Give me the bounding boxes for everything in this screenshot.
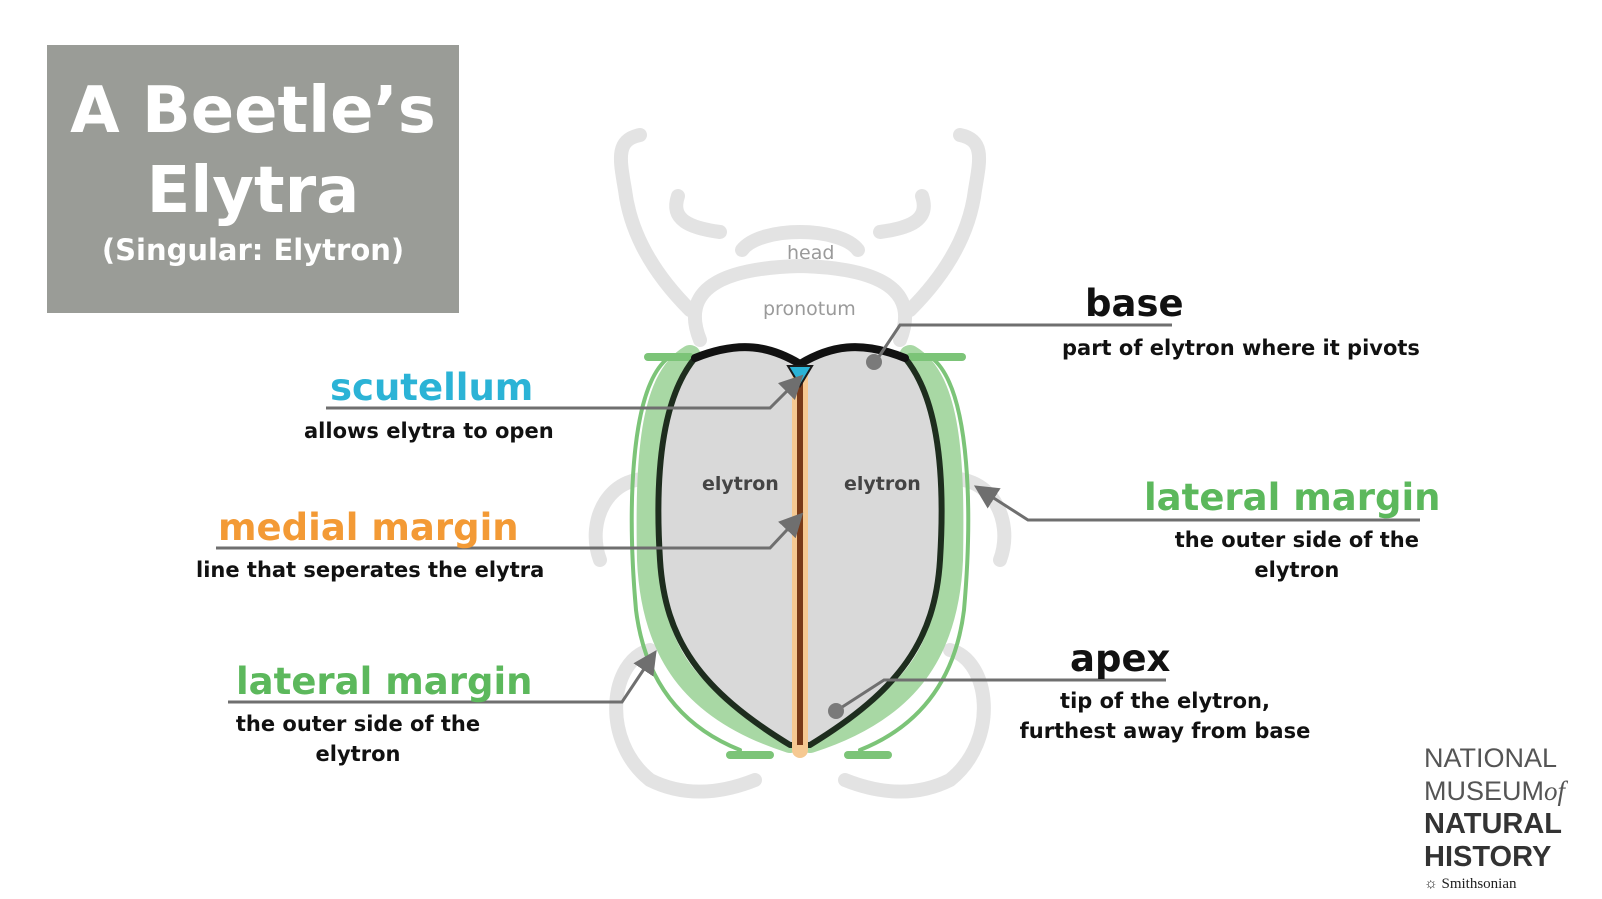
beetle-silhouette: [588, 128, 1012, 799]
base-leader: [872, 323, 1172, 365]
logo-line5: ☼ Smithsonian: [1424, 874, 1565, 894]
head-label: head: [787, 242, 835, 264]
logo-line4: HISTORY: [1424, 841, 1552, 873]
lateral-right-leader: [973, 485, 1420, 522]
lateral-margin-right-desc: the outer side of the elytron: [1175, 525, 1419, 585]
pronotum-label: pronotum: [763, 298, 856, 320]
scutellum-leader: [326, 374, 804, 410]
lateral-left-leader: [228, 650, 657, 704]
title-line1: A Beetle’s: [70, 74, 436, 148]
base-term: base: [1085, 282, 1184, 325]
pronotum-outline: [688, 259, 912, 347]
scutellum-term: scutellum: [330, 366, 534, 409]
antenna-left: [669, 189, 727, 239]
museum-logo: NATIONAL MUSEUMof NATURAL HISTORY ☼ Smit…: [1424, 742, 1565, 894]
apex-leader: [835, 678, 1166, 713]
elytron-right-label: elytron: [844, 473, 921, 495]
leg-left-hind: [609, 643, 762, 799]
base-edge: [691, 343, 909, 369]
logo-line2-b: of: [1544, 776, 1566, 806]
title-line2: Elytra: [146, 154, 360, 228]
lateral-margin-left-desc: the outer side of the elytron: [228, 709, 488, 769]
logo-smithsonian: Smithsonian: [1441, 876, 1517, 892]
logo-line1: NATIONAL: [1424, 743, 1558, 773]
medial-margin-leader: [216, 512, 804, 550]
apex-dot: [828, 703, 844, 719]
medial-margin-desc: line that seperates the elytra: [196, 558, 545, 582]
leg-left-front: [613, 128, 697, 317]
elytron-left-label: elytron: [702, 473, 779, 495]
title: A Beetle’s Elytra: [47, 71, 459, 231]
scutellum-desc: allows elytra to open: [304, 419, 554, 443]
base-desc: part of elytron where it pivots: [1062, 336, 1420, 360]
base-dot: [866, 354, 882, 370]
head-outline: [735, 225, 865, 257]
apex-desc-line2: furthest away from base: [1019, 719, 1311, 743]
leader-lines: [216, 323, 1420, 719]
title-box: A Beetle’s Elytra (Singular: Elytron): [47, 45, 459, 313]
lateral-margin-left-desc-line2: elytron: [315, 742, 401, 766]
medial-margin-term: medial margin: [218, 506, 519, 549]
antenna-right: [873, 189, 931, 239]
leg-right-front: [903, 128, 987, 317]
logo-line2-a: MUSEUM: [1424, 776, 1544, 806]
lateral-margin-right-desc-line2: elytron: [1254, 558, 1340, 582]
apex-term: apex: [1070, 637, 1171, 680]
lateral-margin-right-desc-line1: the outer side of the: [1174, 528, 1419, 552]
lateral-margin-right-term: lateral margin: [1144, 476, 1441, 519]
lateral-margin-left-desc-line1: the outer side of the: [235, 712, 481, 736]
smithsonian-sun-icon: ☼: [1424, 876, 1438, 892]
logo-line3: NATURAL: [1424, 808, 1562, 840]
logo-line2: MUSEUMof: [1424, 775, 1565, 808]
apex-desc: tip of the elytron, furthest away from b…: [1010, 686, 1320, 746]
subtitle: (Singular: Elytron): [101, 233, 405, 267]
leg-right-hind: [838, 643, 991, 799]
apex-desc-line1: tip of the elytron,: [1060, 689, 1270, 713]
lateral-margin-highlight: [629, 345, 971, 759]
lateral-margin-left-term: lateral margin: [236, 660, 533, 703]
